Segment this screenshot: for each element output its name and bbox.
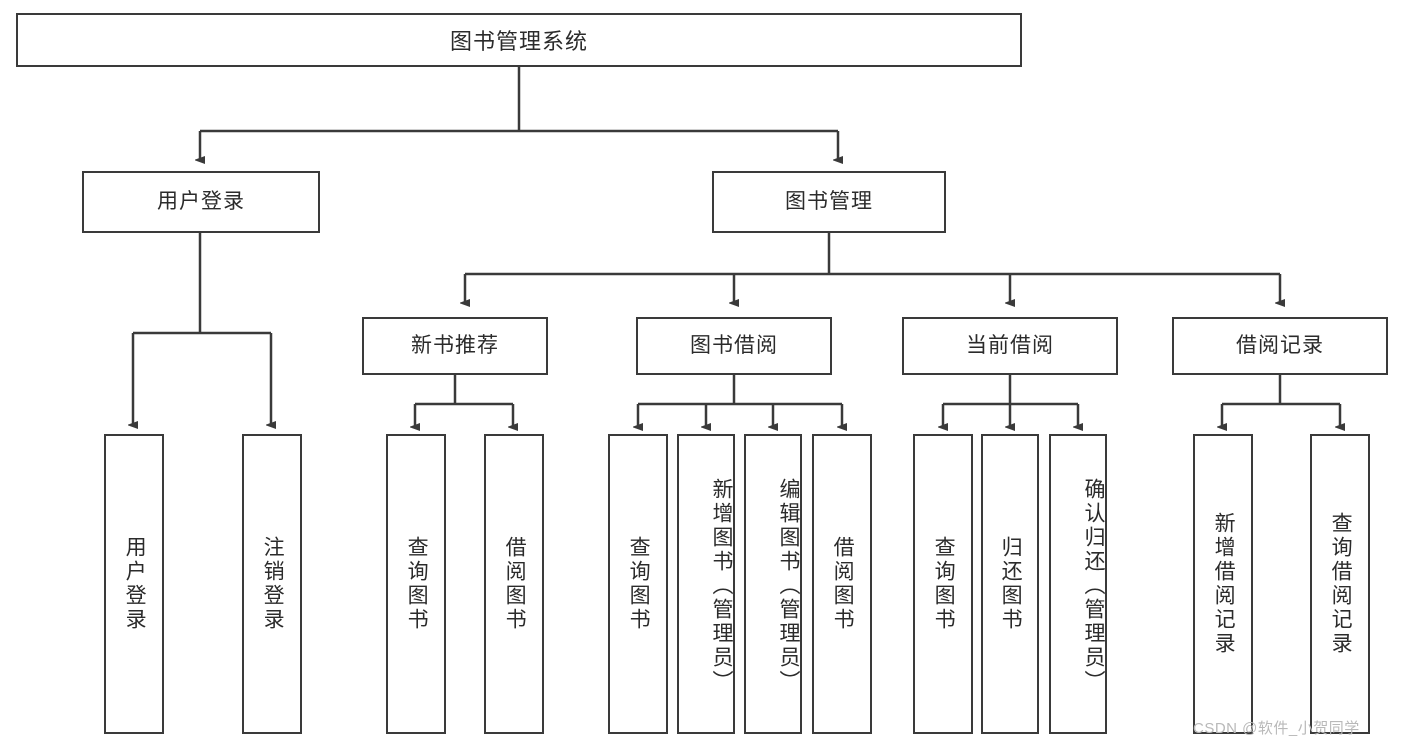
- node-label: 查询借阅记录: [1329, 512, 1353, 656]
- node-label: 注销登录: [261, 536, 285, 632]
- leaf-record-query-record[interactable]: 查询借阅记录: [1310, 434, 1370, 734]
- node-label: 查询图书: [405, 536, 429, 632]
- node-label: 图书借阅: [690, 334, 778, 358]
- node-label: 图书管理: [785, 190, 873, 214]
- node-label: 用户登录: [157, 190, 245, 214]
- leaf-borrow-add-book-admin[interactable]: 新增图书（管理员）: [677, 434, 735, 734]
- leaf-user-login[interactable]: 用户登录: [104, 434, 164, 734]
- leaf-recommend-query-book[interactable]: 查询图书: [386, 434, 446, 734]
- node-new-book-recommend[interactable]: 新书推荐: [362, 317, 548, 375]
- node-label: 编辑图书（管理员）: [777, 478, 800, 694]
- node-label: 新增借阅记录: [1212, 512, 1236, 656]
- leaf-borrow-borrow-book[interactable]: 借阅图书: [812, 434, 872, 734]
- leaf-current-query-book[interactable]: 查询图书: [913, 434, 973, 734]
- leaf-current-confirm-return-admin[interactable]: 确认归还（管理员）: [1049, 434, 1107, 734]
- node-user-login-group[interactable]: 用户登录: [82, 171, 320, 233]
- node-root-system[interactable]: 图书管理系统: [16, 13, 1022, 67]
- node-label: 用户登录: [123, 536, 147, 632]
- leaf-current-return-book[interactable]: 归还图书: [981, 434, 1039, 734]
- node-label: 借阅图书: [831, 536, 855, 632]
- leaf-borrow-query-book[interactable]: 查询图书: [608, 434, 668, 734]
- node-label: 查询图书: [932, 536, 956, 632]
- leaf-user-logout[interactable]: 注销登录: [242, 434, 302, 734]
- node-label: 图书管理系统: [449, 29, 588, 54]
- node-borrow-record[interactable]: 借阅记录: [1172, 317, 1388, 375]
- node-label: 借阅图书: [503, 536, 527, 632]
- node-book-borrow[interactable]: 图书借阅: [636, 317, 832, 375]
- node-label: 当前借阅: [966, 334, 1054, 358]
- node-label: 新增图书（管理员）: [710, 478, 733, 694]
- node-label: 确认归还（管理员）: [1082, 478, 1105, 694]
- node-label: 新书推荐: [411, 334, 499, 358]
- node-book-management-group[interactable]: 图书管理: [712, 171, 946, 233]
- csdn-watermark: CSDN @软件_小贺同学: [1193, 720, 1360, 737]
- node-label: 归还图书: [999, 536, 1023, 632]
- node-current-borrow[interactable]: 当前借阅: [902, 317, 1118, 375]
- leaf-borrow-edit-book-admin[interactable]: 编辑图书（管理员）: [744, 434, 802, 734]
- node-label: 查询图书: [627, 536, 651, 632]
- leaf-recommend-borrow-book[interactable]: 借阅图书: [484, 434, 544, 734]
- node-label: 借阅记录: [1236, 334, 1324, 358]
- leaf-record-add-record[interactable]: 新增借阅记录: [1193, 434, 1253, 734]
